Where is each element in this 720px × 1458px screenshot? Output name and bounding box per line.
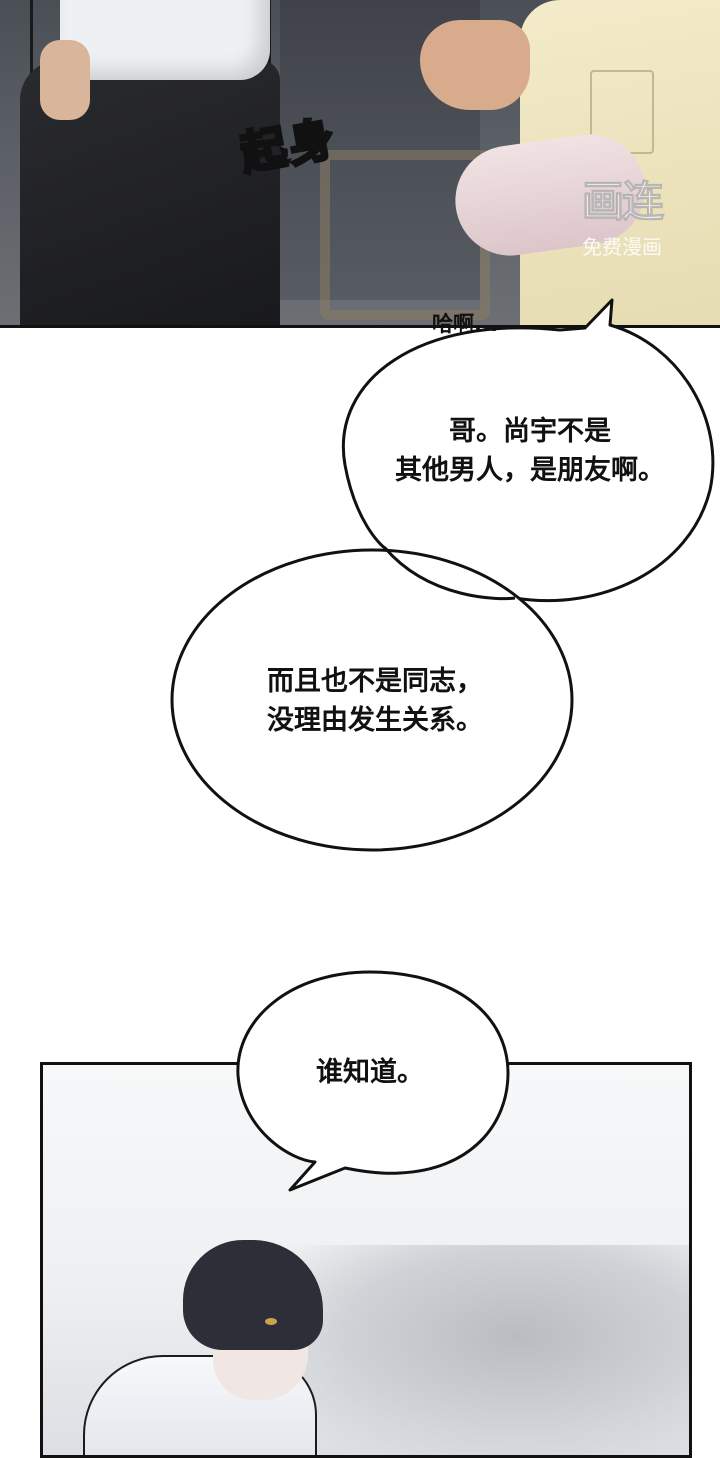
watermark-subtitle: 免费漫画 [582,235,662,259]
background-fog [243,1245,689,1455]
grabbing-hand [420,20,530,110]
character-eye [265,1318,277,1325]
watermark-logo-text: 画连 [581,177,664,227]
bubble-text-not-gay: 而且也不是同志， 没理由发生关系。 [215,662,535,740]
bubble-text-sigh: 哈啊... [432,312,498,336]
left-character-hand [40,40,90,120]
bubble-text-line: 而且也不是同志， [267,666,483,697]
bubble-text-line: 哥。尚宇不是 [449,416,611,447]
character-hair [183,1240,323,1350]
bottom-panel [40,1062,692,1458]
bubble-text-who-knows: 谁知道。 [316,1057,424,1088]
bubble-text-line: 没理由发生关系。 [267,705,483,737]
watermark-logo: 画连 免费漫画 [552,168,692,260]
top-panel: 起身 画连 免费漫画 [0,0,720,328]
bubble-text-line: 其他男人，是朋友啊。 [395,455,665,487]
left-character-shirt [60,0,270,80]
bubble-text-friend: 哥。尚宇不是 其他男人，是朋友啊。 [355,412,705,490]
